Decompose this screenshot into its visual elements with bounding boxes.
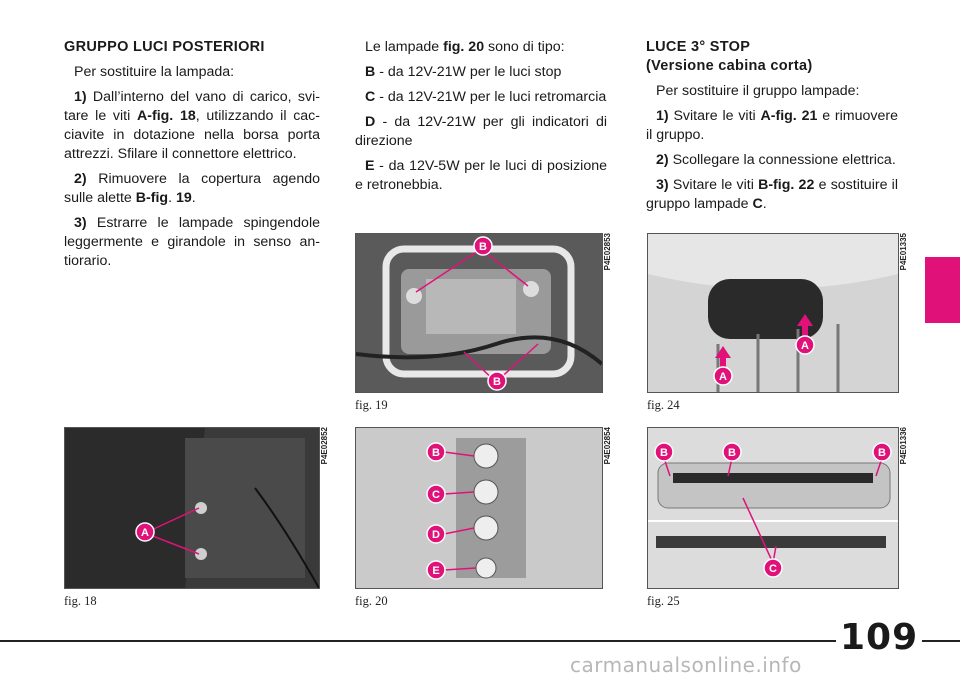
step-2: 2) Scollegare la connessione elettrica. — [646, 151, 898, 170]
step-text: Svitare le viti — [673, 108, 761, 124]
lamp-desc: - da 12V-21W per le luci retro­marcia — [375, 89, 607, 105]
fig25-label-c: C — [769, 563, 777, 575]
punctuation: . — [168, 190, 176, 206]
figure-24-illustration: A A — [648, 234, 898, 392]
lamp-label: B — [365, 64, 376, 80]
figure-18-photo: A — [64, 427, 320, 589]
intro-text: Per sostituire la lampada: — [74, 64, 235, 80]
figure-ref: C — [752, 196, 763, 212]
figure-19-illustration: B B — [356, 234, 602, 392]
step-text: Scollegare la connessione elettrica. — [672, 152, 896, 168]
figure-25-caption: fig. 25 — [647, 594, 680, 608]
lamp-desc: - da 12V-21W per gli indicatori di direz… — [355, 114, 607, 149]
figure-20-illustration: B C D E — [356, 428, 602, 588]
figure-ref: fig. 20 — [443, 39, 485, 55]
figure-24-caption: fig. 24 — [647, 398, 680, 412]
watermark: carmanualsonline.info — [570, 653, 802, 677]
fig25-label-b: B — [878, 447, 886, 459]
page-number: 109 — [836, 617, 923, 658]
fig24-label-a: A — [801, 340, 809, 352]
step-number: 1) — [74, 89, 87, 105]
step-number: 3) — [656, 177, 669, 193]
fig25-label-b: B — [660, 447, 668, 459]
step-text: Estrarre le lampade spingendole leggerme… — [64, 215, 320, 269]
chapter-tab — [925, 257, 960, 323]
text-column-2: Le lampade fig. 20 sono di tipo: B - da … — [355, 38, 607, 201]
text-column-1: GRUPPO LUCI POSTERIORI Per sostituire la… — [64, 38, 320, 277]
step-text: e sostitui­re il gruppo lampade — [646, 177, 898, 212]
fig20-label-e: E — [432, 565, 439, 577]
step-1: 1) Dall’interno del vano di carico, svi­… — [64, 88, 320, 164]
lamp-label: D — [365, 114, 376, 130]
lamp-label: E — [365, 158, 375, 174]
punctuation: . — [762, 196, 767, 212]
fig20-label-c: C — [432, 489, 440, 501]
step-number: 3) — [74, 215, 87, 231]
lamp-desc: - da 12V-5W per le luci di posi­zione e … — [355, 158, 607, 193]
figure-ref: A-fig. 21 — [760, 108, 818, 124]
text-column-3: LUCE 3° STOP (Versione cabina corta) Per… — [646, 38, 898, 220]
punctuation: . — [191, 190, 196, 206]
step-text: Rimuovere la copertura agendo sulle alet… — [64, 171, 320, 206]
section-heading-third-stop: LUCE 3° STOP — [646, 39, 751, 55]
step-2: 2) Rimuovere la copertura agendo sulle a… — [64, 170, 320, 208]
step-text: Dall’interno del vano di carico, svi­tar… — [64, 89, 320, 124]
figure-18-code: P4E02852 — [320, 427, 329, 465]
figure-18-illustration: A — [65, 428, 319, 588]
figure-25-illustration: B B B C — [648, 428, 898, 588]
section-heading-rear-lights: GRUPPO LUCI POSTERIORI — [64, 39, 265, 55]
figure-18-caption: fig. 18 — [64, 594, 97, 608]
figure-19-code: P4E02853 — [603, 233, 612, 271]
figure-25-code: P4E01336 — [899, 427, 908, 465]
lamp-e: E - da 12V-5W per le luci di posi­zione … — [355, 157, 607, 195]
figure-ref: A-fig. 18 — [137, 108, 196, 124]
fig20-label-d: D — [432, 529, 440, 541]
figure-20-photo: B C D E — [355, 427, 603, 589]
figure-25-photo: B B B C — [647, 427, 899, 589]
section-subheading: (Versione cabina corta) — [646, 58, 813, 74]
fig20-label-b: B — [432, 447, 440, 459]
fig19-label-b: B — [493, 376, 501, 388]
step-3: 3) Estrarre le lampade spingendole legge… — [64, 214, 320, 271]
body-text: Le lampade — [365, 39, 444, 55]
lamp-label: C — [365, 89, 376, 105]
step-3: 3) Svitare le viti B-fig. 22 e sostitui­… — [646, 176, 898, 214]
figure-ref: 19 — [175, 190, 192, 206]
step-1: 1) Svitare le viti A-fig. 21 e rimuo­ver… — [646, 107, 898, 145]
step-number: 2) — [74, 171, 87, 187]
step-number: 2) — [656, 152, 669, 168]
lamp-d: D - da 12V-21W per gli indicatori di dir… — [355, 113, 607, 151]
lamp-types-intro: Le lampade fig. 20 sono di tipo: — [355, 38, 607, 57]
figure-20-code: P4E02854 — [603, 427, 612, 465]
figure-19-caption: fig. 19 — [355, 398, 388, 412]
figure-20-caption: fig. 20 — [355, 594, 388, 608]
lamp-desc: - da 12V-21W per le luci stop — [375, 64, 562, 80]
intro-text: Per sostituire il gruppo lampade: — [656, 83, 860, 99]
figure-19-photo: B B — [355, 233, 603, 393]
body-text: sono di tipo: — [484, 39, 565, 55]
fig24-label-a: A — [719, 371, 727, 383]
figure-ref: B-fig — [135, 190, 169, 206]
lamp-c: C - da 12V-21W per le luci retro­marcia — [355, 88, 607, 107]
step-number: 1) — [656, 108, 669, 124]
footer-rule — [0, 640, 960, 642]
fig19-label-b: B — [479, 241, 487, 253]
figure-ref: B-fig. 22 — [758, 177, 815, 193]
step-text: e rimuo­vere il gruppo. — [646, 108, 898, 143]
figure-24-photo: A A — [647, 233, 899, 393]
step-text: , utilizzando il cac­ciavite in dotazion… — [64, 108, 321, 162]
fig25-label-b: B — [728, 447, 736, 459]
figure-24-code: P4E01335 — [899, 233, 908, 271]
step-text: Svitare le viti — [672, 177, 759, 193]
lamp-b: B - da 12V-21W per le luci stop — [355, 63, 607, 82]
fig18-label-a: A — [141, 527, 149, 539]
